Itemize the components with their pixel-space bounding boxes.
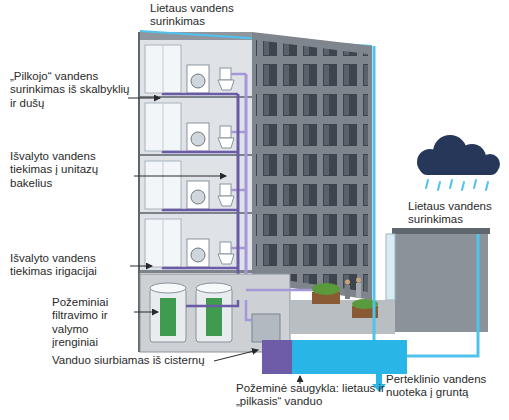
courtyard-floor: [290, 300, 395, 334]
planter-greenery: [312, 283, 340, 295]
pump-unit: [252, 314, 280, 342]
treatment-tank: [196, 288, 232, 342]
raindrops: [426, 180, 488, 190]
person-head: [345, 280, 350, 285]
floor-2: [140, 156, 252, 215]
greywater-section: [262, 340, 292, 374]
greywater-to-filter: [186, 300, 238, 306]
low-building-roof: [392, 228, 490, 234]
clean-water-from-pump: [246, 300, 252, 320]
treatment-tank-top: [196, 283, 232, 293]
floor-3: [140, 98, 252, 157]
leader-line: [128, 98, 160, 99]
filter-tank: [150, 288, 186, 342]
treatment-media: [206, 298, 222, 336]
glass-railing: [386, 234, 395, 300]
roof-slab: [138, 32, 252, 40]
leader-line: [214, 350, 258, 361]
callout-label: Išvalyto vandens tiekimas į unitazų bake…: [10, 150, 136, 190]
clean-water-riser: [245, 74, 248, 300]
rainwater-downpipe: [373, 46, 376, 342]
facade-windows: [256, 40, 368, 292]
callout-label: Lietaus vandens surinkimas: [408, 200, 506, 227]
callout-label: Perteklinio vandens nuoteka į gruntą: [386, 373, 506, 400]
callout-label: Išvalyto vandens tiekimas irigacijai: [10, 252, 130, 279]
callout-label: Požeminė saugykla: lietaus ir „pilkasis“…: [236, 382, 386, 409]
leader-line: [134, 312, 158, 313]
person: [356, 283, 361, 298]
leader-line: [130, 266, 152, 267]
rain-cloud: [417, 135, 500, 175]
greywater-riser: [237, 94, 240, 300]
person: [345, 285, 350, 299]
callout-label: Požeminiai filtravimo ir valymo įrengini…: [52, 296, 136, 350]
filter-tank-top: [150, 283, 186, 293]
cloud-part: [420, 160, 498, 175]
floor-4: [140, 40, 252, 99]
callout-label: Vanduo siurbiamas iš cisternų: [52, 354, 217, 367]
filter-media: [160, 298, 176, 336]
person-head: [356, 278, 361, 283]
callout-label: Lietaus vandens surinkimas: [150, 2, 260, 29]
callout-label: „Pilkojo“ vandens surinkimas iš skalbykl…: [10, 70, 130, 110]
storage-tank: [262, 340, 407, 374]
low-building: [395, 234, 488, 332]
facade: [252, 32, 372, 300]
rainwater-downpipe: [407, 234, 478, 356]
leader-line: [134, 176, 226, 177]
floor-1: [140, 214, 252, 273]
